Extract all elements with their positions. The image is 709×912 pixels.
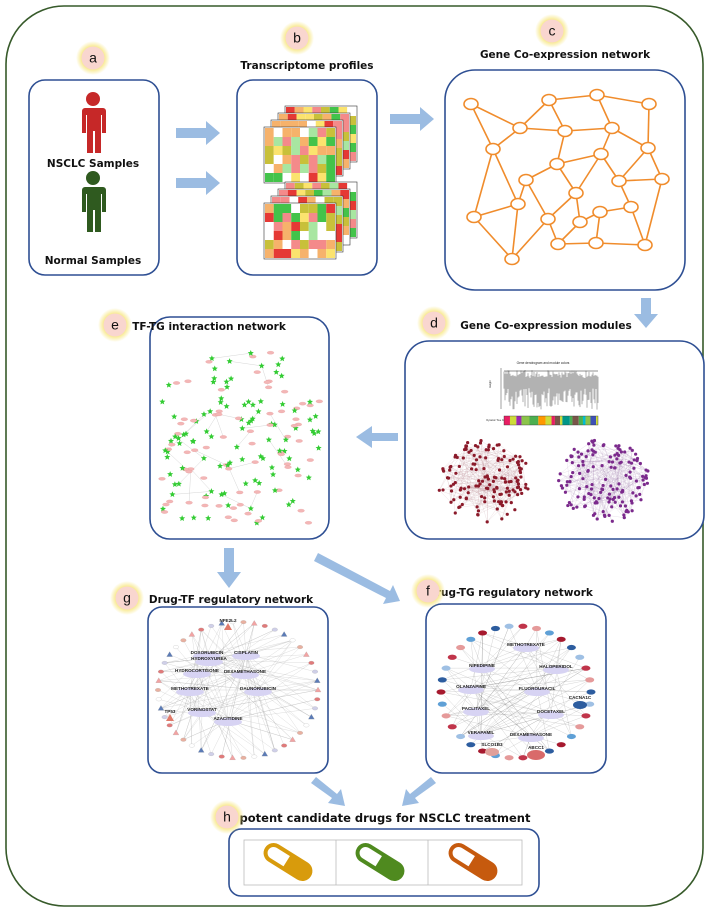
step-letter: h [223, 809, 231, 825]
panel-e-box [149, 316, 330, 540]
panel-f-title: Drug-TG regulatory network [427, 587, 594, 599]
drug-label: HYDROXYUREA [191, 656, 227, 661]
step-badge-e: e [98, 308, 132, 342]
step-badge-f: f [411, 574, 445, 608]
panel-b: Transcriptome profiles [236, 60, 378, 276]
step-badge-g: g [110, 581, 144, 615]
panel-f-box [425, 603, 607, 774]
drug-label: METHOTREXATE [507, 642, 545, 647]
panel-c-title: Gene Co-expression network [480, 49, 651, 61]
arrow-icon [176, 121, 220, 195]
dendrogram-title: Gene dendrogram and module colors [517, 361, 570, 365]
normal-samples-label: Normal Samples [45, 255, 142, 267]
drug-label: DOCETAXEL [537, 709, 565, 714]
drug-label: HALOPERIDOL [539, 664, 573, 669]
drug-label: DEXAMETHASONE [224, 669, 266, 674]
gene-label: ABCC1 [528, 745, 544, 750]
step-letter: b [293, 30, 301, 46]
gene-label: CACNA1C [569, 695, 592, 700]
panel-d: Gene Co-expression modules Gene dendrogr… [404, 320, 705, 540]
drug-label: AZACITIDINE [213, 716, 242, 721]
capsule-icon [263, 842, 313, 882]
panel-c-box [444, 69, 686, 291]
star-icon [158, 349, 323, 526]
step-letter: f [426, 583, 430, 599]
dendrogram-colors-label: Dynamic Tree Cut [486, 419, 505, 422]
drug-label: DAUNORUBICIN [240, 686, 277, 691]
module-network-icon [437, 438, 650, 524]
arrow-icon [356, 426, 398, 448]
step-badge-a: a [76, 41, 110, 75]
step-letter: g [123, 590, 131, 606]
network-icon [463, 88, 670, 266]
drug-label: DEXAMETHASONE [510, 732, 552, 737]
panel-h-title: potent candidate drugs for NSCLC treatme… [240, 811, 531, 825]
step-badge-c: c [535, 14, 569, 48]
arrow-icon [402, 777, 436, 806]
step-letter: d [430, 315, 438, 331]
panel-h: potent candidate drugs for NSCLC treatme… [228, 811, 540, 897]
drug-label: VERAPAMIL [468, 730, 495, 735]
capsule-icon [448, 842, 498, 882]
arrow-icon [314, 553, 400, 604]
step-letter: c [549, 23, 556, 39]
drug-label: HYDROCORTISONE [175, 668, 219, 673]
gene-label: TP53 [165, 709, 176, 714]
step-letter: a [89, 50, 97, 66]
drug-label: METHOTREXATE [171, 686, 209, 691]
step-badge-d: d [417, 306, 451, 340]
dendrogram-icon [500, 368, 599, 426]
panel-e: TF-TG interaction network [132, 316, 330, 540]
panel-f: Drug-TG regulatory network ABCC1 SLCO1B3 C… [425, 587, 607, 774]
nsclc-samples-label: NSCLC Samples [47, 158, 139, 170]
drug-label: PACLITAXEL [462, 706, 490, 711]
panel-a: NSCLC Samples Normal Samples [28, 79, 160, 276]
capsule-icon [355, 842, 405, 882]
drug-label: VORINOSTAT [187, 707, 217, 712]
drug-tg-network: ABCC1 SLCO1B3 CACNA1C METHOTREXATE NIFEDIPIN… [436, 623, 596, 761]
person-icon [82, 171, 106, 232]
panel-d-title: Gene Co-expression modules [460, 320, 632, 332]
gene-label: NFE2L2 [219, 618, 237, 623]
panel-g-title: Drug-TF regulatory network [149, 594, 314, 606]
step-badge-b: b [280, 21, 314, 55]
drug-label: DOXORUBICIN [191, 650, 224, 655]
drug-label: NIFEDIPINE [469, 663, 495, 668]
person-icon [82, 92, 106, 153]
dendrogram-ylabel: Height [488, 380, 492, 388]
panel-b-title: Transcriptome profiles [240, 60, 373, 72]
arrow-icon [390, 107, 434, 131]
panel-c: Gene Co-expression network [444, 49, 686, 291]
step-letter: e [111, 317, 119, 333]
drug-label: CISPLATIN [234, 650, 259, 655]
arrow-icon [311, 777, 345, 806]
step-badge-h: h [210, 800, 244, 834]
arrow-icon [217, 548, 241, 588]
drug-label: FLUOROURACIL [519, 686, 556, 691]
arrow-icon [634, 298, 658, 328]
heatmap-icon [263, 105, 358, 260]
panel-e-title: TF-TG interaction network [132, 321, 287, 333]
drug-label: OLANZAPINE [456, 684, 486, 689]
gene-label: SLCO1B3 [481, 742, 503, 747]
